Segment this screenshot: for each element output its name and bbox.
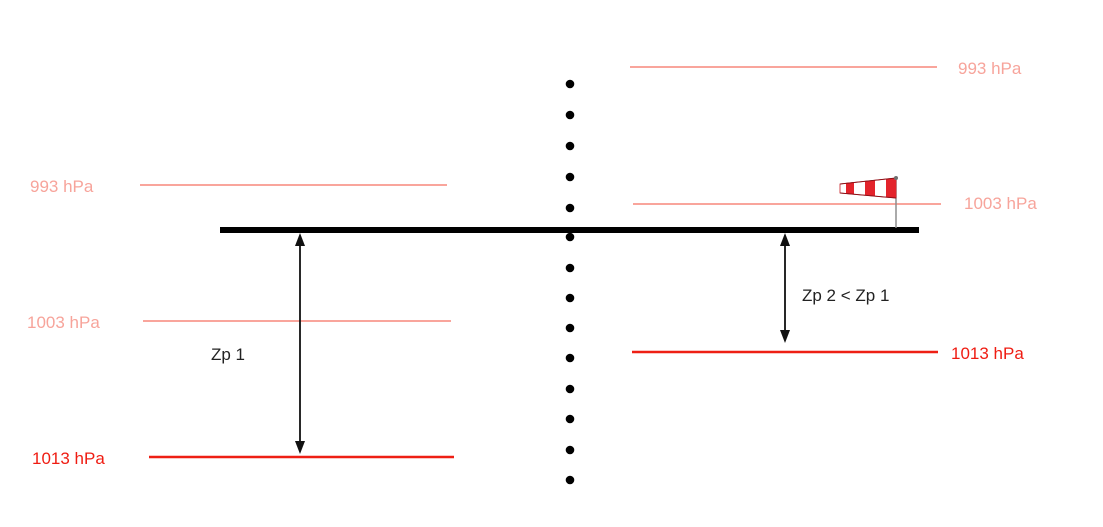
left-label-1003: 1003 hPa (27, 313, 100, 332)
left-label-993: 993 hPa (30, 177, 94, 196)
zp2-arrow (780, 233, 790, 343)
dotted-separator (565, 79, 575, 485)
left-label-1013: 1013 hPa (32, 449, 105, 468)
right-label-993: 993 hPa (958, 59, 1022, 78)
right-label-1013: 1013 hPa (951, 344, 1024, 363)
zp1-arrow (295, 233, 305, 454)
zp2-label: Zp 2 < Zp 1 (802, 286, 889, 305)
windsock-icon (839, 176, 898, 228)
right-label-1003: 1003 hPa (964, 194, 1037, 213)
zp1-label: Zp 1 (211, 345, 245, 364)
